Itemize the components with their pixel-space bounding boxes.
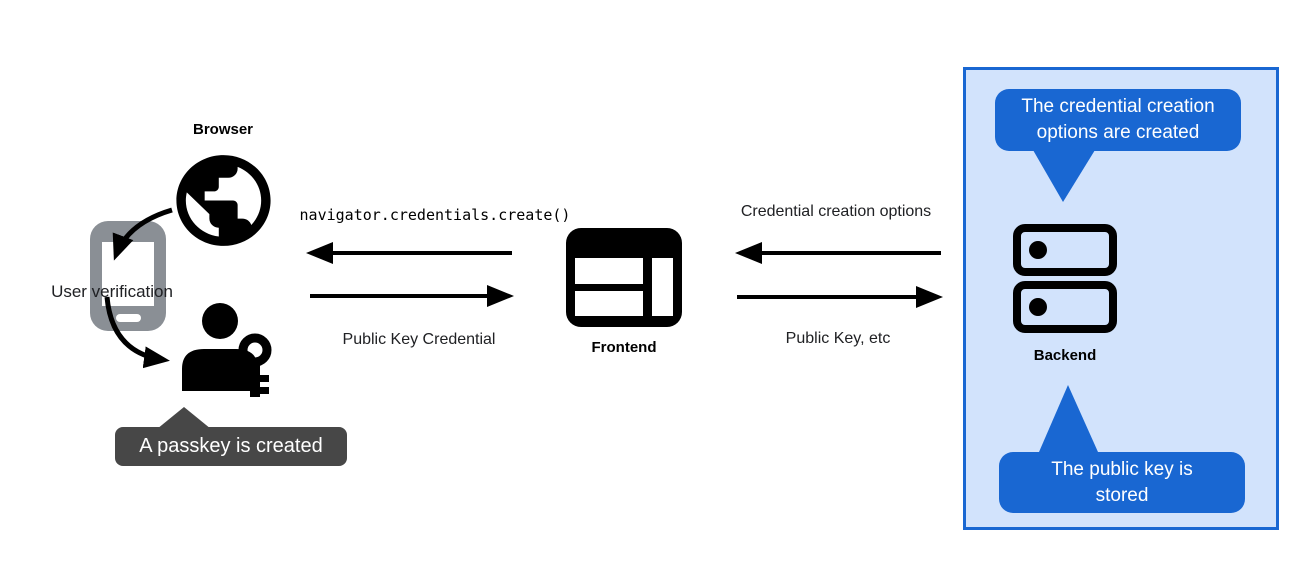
- callout-pointer-up: [157, 407, 211, 429]
- callout-public-key-stored: The public key is stored: [999, 452, 1245, 513]
- verification-flow-arrows: [104, 207, 173, 369]
- backend-label: Backend: [1033, 347, 1097, 364]
- callout-credential-options: The credential creation options are crea…: [995, 89, 1241, 151]
- public-key-credential-label: Public Key Credential: [342, 331, 496, 348]
- arrow-backend-to-frontend: [735, 242, 941, 264]
- credential-creation-options-label: Credential creation options: [740, 203, 932, 220]
- user-key-icon: [182, 303, 272, 397]
- globe-icon: [176, 155, 271, 246]
- passkey-created-callout: A passkey is created: [115, 406, 347, 466]
- arrow-frontend-to-browser: [306, 242, 512, 264]
- arrow-frontend-to-backend: [737, 286, 943, 308]
- callout-public-key-stored-text: The public key is stored: [1051, 458, 1193, 506]
- browser-label: Browser: [192, 121, 254, 138]
- backend-panel: The credential creation options are crea…: [963, 67, 1279, 530]
- arrow-browser-to-frontend: [310, 285, 514, 307]
- callout-pointer-down: [1033, 150, 1095, 202]
- navigator-create-label: navigator.credentials.create(): [299, 206, 571, 224]
- public-key-etc-label: Public Key, etc: [785, 330, 891, 347]
- frontend-icon: [566, 228, 682, 327]
- frontend-label: Frontend: [591, 339, 657, 356]
- callout-pointer-up-blue: [1039, 385, 1098, 452]
- callout-credential-options-text: The credential creation options are crea…: [1021, 96, 1215, 143]
- user-verification-label: User verification: [51, 282, 173, 301]
- server-icon: [1013, 224, 1117, 333]
- passkey-created-text: A passkey is created: [115, 427, 347, 466]
